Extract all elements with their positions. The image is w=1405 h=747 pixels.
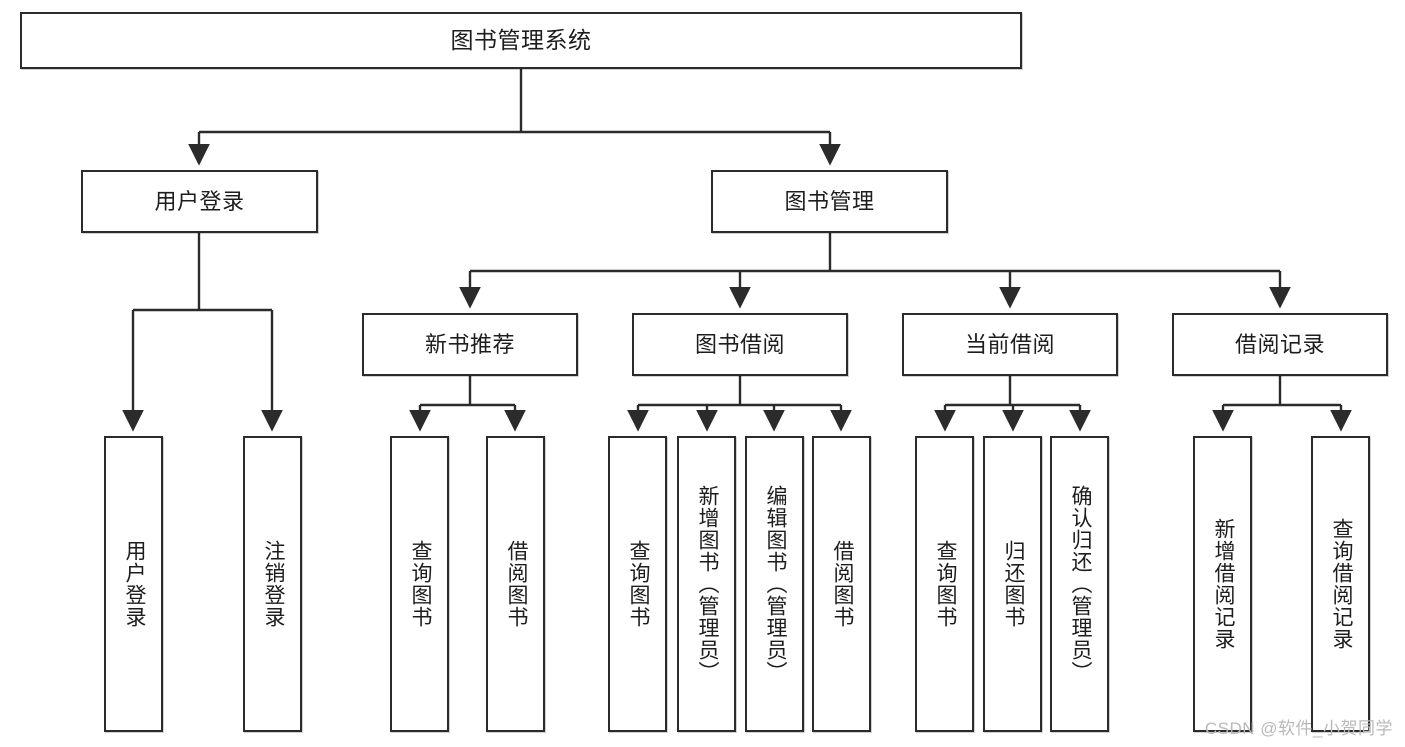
- node-borrow-record[interactable]: 借阅记录: [1172, 313, 1388, 376]
- leaf-book-borrow-edit-book-admin[interactable]: 编辑图书（管理员）: [745, 436, 804, 732]
- leaf-label-new-book-query-book: 查询图书: [408, 540, 432, 628]
- leaf-label-book-borrow-add-book-admin: 新增图书（管理员）: [695, 485, 719, 683]
- leaf-book-borrow-add-book-admin[interactable]: 新增图书（管理员）: [677, 436, 736, 732]
- node-label-current-borrow: 当前借阅: [964, 331, 1055, 357]
- leaf-current-borrow-return-book[interactable]: 归还图书: [983, 436, 1042, 732]
- leaf-label-current-borrow-query-book: 查询图书: [933, 540, 957, 628]
- leaf-label-book-borrow-edit-book-admin: 编辑图书（管理员）: [763, 485, 787, 683]
- node-current-borrow[interactable]: 当前借阅: [902, 313, 1118, 376]
- leaf-new-book-borrow-book[interactable]: 借阅图书: [486, 436, 545, 732]
- node-label-user-login: 用户登录: [154, 188, 245, 214]
- node-label-new-book-recommend: 新书推荐: [424, 331, 515, 357]
- leaf-label-user-login-login: 用户登录: [122, 540, 146, 628]
- csdn-watermark: CSDN @软件_小贺同学: [1204, 719, 1393, 738]
- leaf-current-borrow-confirm-return-admin[interactable]: 确认归还（管理员）: [1050, 436, 1109, 732]
- node-label-book-borrow: 图书借阅: [694, 331, 785, 357]
- leaf-label-new-book-borrow-book: 借阅图书: [504, 540, 528, 628]
- node-user-login[interactable]: 用户登录: [81, 170, 318, 233]
- node-root-book-management-system[interactable]: 图书管理系统: [20, 12, 1022, 69]
- leaf-borrow-record-query-record[interactable]: 查询借阅记录: [1311, 436, 1370, 732]
- leaf-current-borrow-query-book[interactable]: 查询图书: [915, 436, 974, 732]
- leaf-user-login-login[interactable]: 用户登录: [104, 436, 163, 732]
- node-new-book-recommend[interactable]: 新书推荐: [362, 313, 578, 376]
- leaf-label-book-borrow-borrow-book: 借阅图书: [830, 540, 854, 628]
- node-label-book-management: 图书管理: [784, 188, 875, 214]
- node-book-management[interactable]: 图书管理: [711, 170, 948, 233]
- leaf-label-borrow-record-add-record: 新增借阅记录: [1211, 518, 1235, 650]
- leaf-book-borrow-borrow-book[interactable]: 借阅图书: [812, 436, 871, 732]
- node-label-borrow-record: 借阅记录: [1234, 331, 1325, 357]
- leaf-label-user-login-logout: 注销登录: [261, 540, 285, 628]
- leaf-user-login-logout[interactable]: 注销登录: [243, 436, 302, 732]
- node-book-borrow[interactable]: 图书借阅: [632, 313, 848, 376]
- leaf-label-book-borrow-query-book: 查询图书: [626, 540, 650, 628]
- leaf-book-borrow-query-book[interactable]: 查询图书: [608, 436, 667, 732]
- node-label-root: 图书管理系统: [450, 26, 592, 53]
- leaf-label-current-borrow-confirm-return-admin: 确认归还（管理员）: [1068, 485, 1092, 683]
- leaf-new-book-query-book[interactable]: 查询图书: [390, 436, 449, 732]
- leaf-label-borrow-record-query-record: 查询借阅记录: [1329, 518, 1353, 650]
- leaf-borrow-record-add-record[interactable]: 新增借阅记录: [1193, 436, 1252, 732]
- leaf-label-current-borrow-return-book: 归还图书: [1001, 540, 1025, 628]
